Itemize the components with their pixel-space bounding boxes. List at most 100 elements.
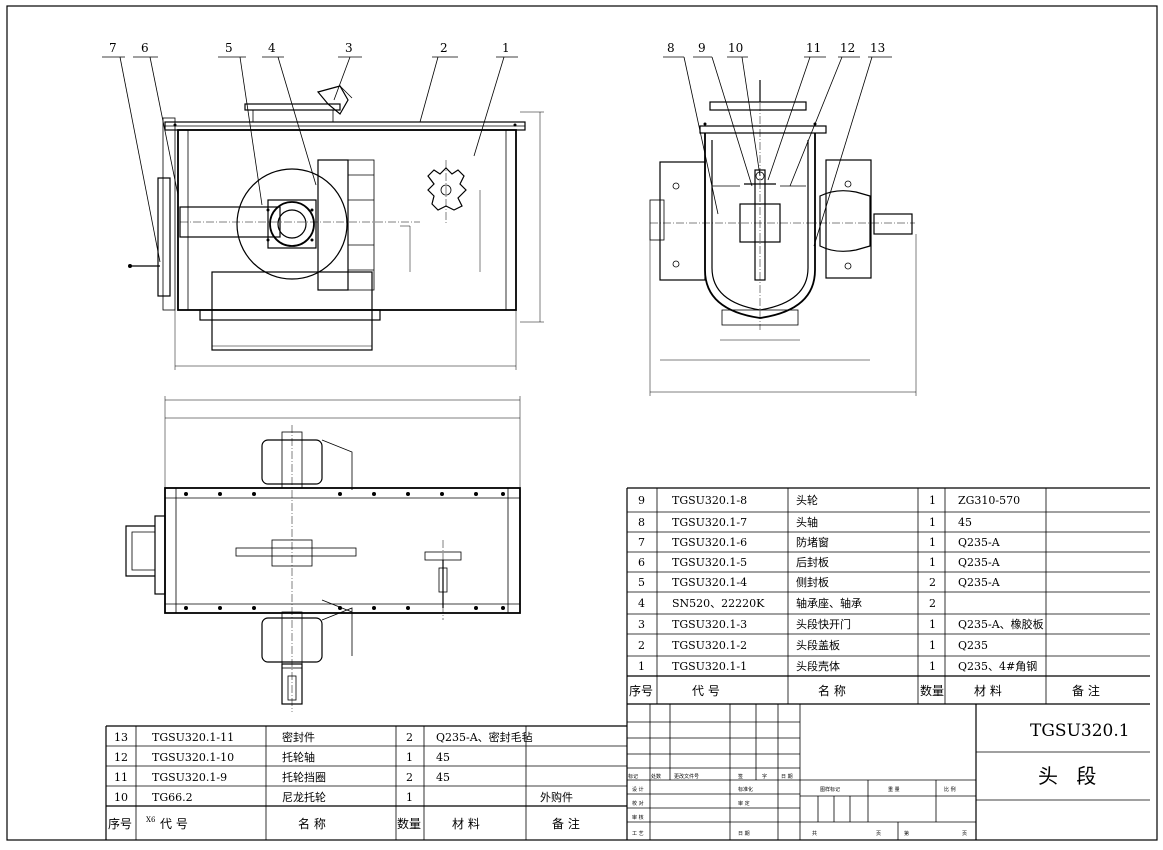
bom-code: TGSU320.1-7	[672, 516, 747, 529]
drawing-title: 头 段	[1038, 764, 1102, 788]
leader-2: 2	[440, 41, 448, 55]
rev-sign2-label: 字	[762, 773, 767, 780]
leader-6: 6	[141, 41, 149, 55]
bom-name: 头段盖板	[796, 638, 840, 652]
scale-label: 比 例	[944, 786, 956, 793]
bom-qty: 1	[929, 618, 936, 631]
bom-material: 45	[436, 771, 450, 784]
bom-material: Q235、4#角钢	[958, 660, 1037, 673]
bom-qty: 1	[929, 556, 936, 569]
sheet-total-label: 共	[812, 830, 817, 837]
standardization-label: 标准化	[738, 786, 753, 793]
leader-11: 11	[806, 41, 821, 55]
bom-code: TGSU320.1-4	[672, 576, 747, 589]
process-label: 工 艺	[632, 831, 644, 837]
bom-header-row: 序号 代 号 名 称 数量 材 料 备 注	[629, 683, 1100, 698]
bom-qty: 1	[929, 516, 936, 529]
bom-code: TGSU320.1-11	[152, 731, 234, 744]
bom-code: TGSU320.1-8	[672, 494, 747, 507]
date-label: 日 期	[738, 831, 750, 837]
bom-qty: 1	[406, 751, 413, 764]
leader-5: 5	[225, 41, 233, 55]
bom-seq: 7	[638, 536, 645, 549]
bom-seq: 1	[638, 660, 645, 673]
bom-material: ZG310-570	[958, 494, 1020, 507]
bom-row: 7 TGSU320.1-6 防堵窗 1 Q235-A	[638, 535, 1001, 549]
leader-1: 1	[502, 41, 510, 55]
side-view	[649, 80, 917, 396]
bom-name: 头段快开门	[796, 617, 851, 631]
title-block	[626, 704, 1150, 840]
bom-row: 9 TGSU320.1-8 头轮 1 ZG310-570	[638, 493, 1020, 507]
stage-mark-label: 图样标记	[820, 786, 840, 793]
bom-seq: 9	[638, 494, 645, 507]
bom-name: 轴承座、轴承	[796, 596, 862, 610]
bom-lower-rows: 13 TGSU320.1-11 密封件 2 Q235-A、密封毛毡 12 TGS…	[108, 730, 580, 831]
sheet-unit-label: 页	[876, 831, 881, 837]
bom-row: 2 TGSU320.1-2 头段盖板 1 Q235	[638, 638, 988, 652]
header-name: 名 称	[818, 683, 846, 698]
bom-row: 13 TGSU320.1-11 密封件 2 Q235-A、密封毛毡	[114, 730, 533, 744]
bom-remark: 外购件	[540, 790, 573, 804]
bom-qty: 2	[929, 576, 936, 589]
bom-qty: 2	[406, 731, 413, 744]
leader-8: 8	[667, 41, 675, 55]
header-code: 代 号	[160, 817, 188, 831]
rev-mark-label: 标记	[628, 773, 638, 780]
bom-name: 托轮挡圈	[282, 770, 326, 784]
checker-label: 校 对	[632, 800, 644, 807]
bom-code: TGSU320.1-9	[152, 771, 227, 784]
header-material: 材 料	[452, 817, 480, 831]
side-view-leaders: 8 9 10 11 12 13	[663, 41, 892, 247]
rev-doc-label: 更改文件号	[674, 773, 699, 780]
reviewer-label: 审 核	[632, 814, 644, 821]
front-view	[128, 85, 544, 370]
bom-code: SN520、22220K	[672, 597, 765, 610]
bom-seq: 12	[114, 751, 128, 764]
header-seq: 序号	[108, 816, 132, 831]
bom-material: Q235-A、橡胶板	[958, 617, 1044, 631]
leader-3: 3	[345, 41, 353, 55]
header-code-prefix: X6	[146, 816, 156, 824]
bom-material: Q235-A	[958, 536, 1001, 549]
bom-seq: 4	[638, 597, 645, 610]
weight-label: 重 量	[888, 786, 900, 793]
bom-name: 尼龙托轮	[282, 790, 326, 804]
bom-material: Q235-A	[958, 576, 1001, 589]
sheet-unit2-label: 页	[962, 831, 967, 837]
bom-qty: 1	[929, 536, 936, 549]
bom-seq: 13	[114, 731, 128, 744]
header-material: 材 料	[974, 684, 1002, 698]
bom-row: 10 TG66.2 尼龙托轮 1 外购件	[114, 790, 573, 804]
bom-name: 头段壳体	[796, 659, 840, 673]
leader-13: 13	[870, 41, 885, 55]
bom-lower-table	[105, 725, 627, 840]
plan-view-bolts	[184, 492, 505, 610]
bom-qty: 1	[406, 791, 413, 804]
header-seq: 序号	[629, 683, 653, 698]
header-qty: 数量	[920, 683, 944, 698]
bom-upper-table	[626, 487, 1150, 705]
bom-row: 8 TGSU320.1-7 头轴 1 45	[638, 515, 972, 529]
bom-row: 3 TGSU320.1-3 头段快开门 1 Q235-A、橡胶板	[638, 617, 1044, 631]
bom-name: 后封板	[796, 555, 829, 569]
front-view-leaders: 7 6 5 4 3 2 1	[102, 41, 518, 263]
bom-name: 托轮轴	[282, 750, 315, 764]
designer-label: 设 计	[632, 786, 644, 793]
bom-row: 5 TGSU320.1-4 侧封板 2 Q235-A	[638, 575, 1001, 589]
rev-date-label: 日 期	[781, 774, 793, 780]
bom-qty: 1	[929, 660, 936, 673]
bom-name: 头轮	[796, 493, 818, 507]
bom-material: Q235	[958, 639, 988, 652]
bom-material: Q235-A、密封毛毡	[436, 730, 533, 744]
plan-view	[125, 396, 521, 712]
bom-name: 侧封板	[796, 575, 829, 589]
bom-row: 1 TGSU320.1-1 头段壳体 1 Q235、4#角钢	[638, 659, 1037, 673]
bom-row: 11 TGSU320.1-9 托轮挡圈 2 45	[114, 770, 450, 784]
bom-qty: 2	[929, 597, 936, 610]
leader-9: 9	[698, 41, 706, 55]
bom-row: 6 TGSU320.1-5 后封板 1 Q235-A	[638, 555, 1001, 569]
bom-code: TG66.2	[152, 791, 193, 804]
